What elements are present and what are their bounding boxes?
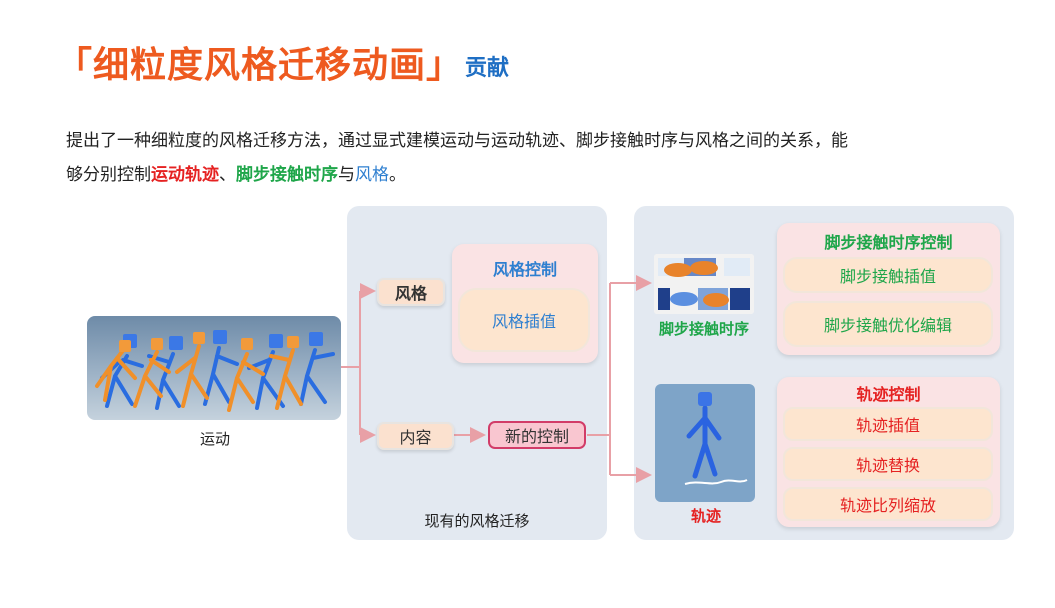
footprint-icon bbox=[654, 254, 754, 314]
existing-method-caption: 现有的风格迁移 bbox=[424, 512, 530, 530]
trajectory-image bbox=[655, 384, 755, 502]
description-line-1: 提出了一种细粒度的风格迁移方法，通过显式建模运动与运动轨迹、脚步接触时序与风格之… bbox=[66, 131, 848, 151]
new-control-box: 新的控制 bbox=[488, 421, 586, 449]
footstep-caption: 脚步接触时序 bbox=[658, 320, 749, 338]
desc-sep: 、 bbox=[219, 165, 236, 185]
dancing-figures-icon bbox=[95, 330, 335, 412]
trajectory-control-group: 轨迹控制 轨迹插值 轨迹替换 轨迹比列缩放 bbox=[777, 377, 1000, 527]
page-subtitle: 贡献 bbox=[465, 56, 510, 81]
desc-text: 够分别控制 bbox=[66, 165, 151, 185]
motion-figures-image bbox=[87, 316, 341, 420]
style-control-title: 风格控制 bbox=[492, 260, 557, 279]
trajectory-scaling-box: 轨迹比列缩放 bbox=[783, 487, 993, 521]
motion-label: 运动 bbox=[199, 430, 230, 448]
style-interpolation-box: 风格插值 bbox=[458, 288, 590, 352]
desc-end: 。 bbox=[389, 165, 406, 185]
description-line-2: 够分别控制运动轨迹、脚步接触时序与风格。 bbox=[66, 158, 1016, 192]
desc-footstep: 脚步接触时序 bbox=[236, 165, 338, 185]
footstep-timing-image bbox=[654, 254, 754, 314]
page-title: 「细粒度风格迁移动画」 bbox=[56, 45, 464, 86]
content-box: 内容 bbox=[377, 422, 454, 450]
trajectory-control-title: 轨迹控制 bbox=[856, 385, 921, 404]
walking-figure-icon bbox=[684, 392, 748, 485]
footstep-control-title: 脚步接触时序控制 bbox=[824, 233, 953, 252]
style-control-group: 风格控制 风格插值 bbox=[452, 244, 598, 363]
desc-style: 风格 bbox=[355, 165, 389, 185]
desc-sep: 与 bbox=[338, 165, 355, 185]
trajectory-replacement-box: 轨迹替换 bbox=[783, 447, 993, 481]
description: 提出了一种细粒度的风格迁移方法，通过显式建模运动与运动轨迹、脚步接触时序与风格之… bbox=[66, 124, 1016, 192]
footstep-interpolation-box: 脚步接触插值 bbox=[783, 257, 993, 293]
trajectory-interpolation-box: 轨迹插值 bbox=[783, 407, 993, 441]
trajectory-caption: 轨迹 bbox=[690, 507, 721, 525]
footstep-control-group: 脚步接触时序控制 脚步接触插值 脚步接触优化编辑 bbox=[777, 223, 1000, 355]
desc-trajectory: 运动轨迹 bbox=[151, 165, 219, 185]
footstep-optimization-box: 脚步接触优化编辑 bbox=[783, 301, 993, 347]
style-box: 风格 bbox=[377, 278, 445, 306]
